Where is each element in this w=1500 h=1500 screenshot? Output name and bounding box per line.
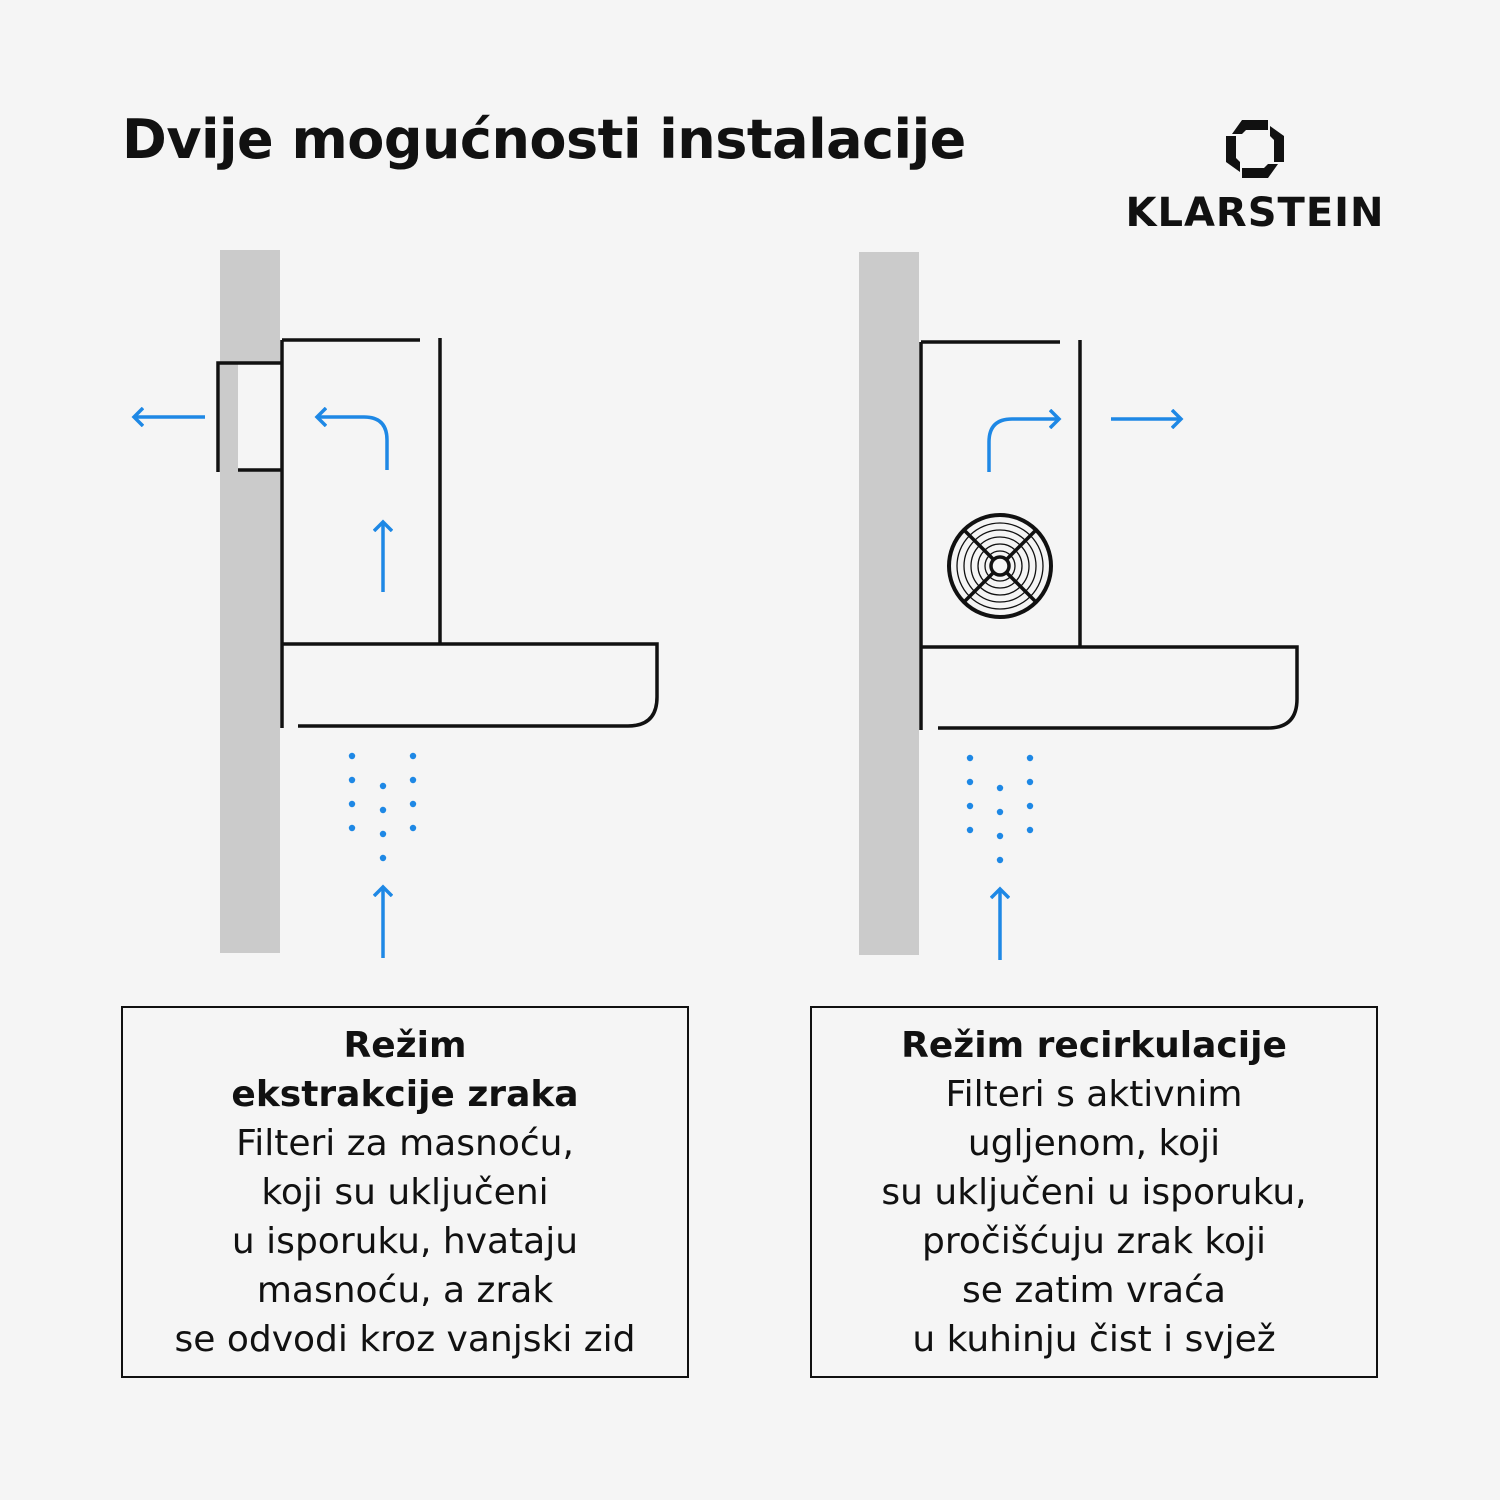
- curved-arrow-left: [317, 417, 389, 470]
- hood-canopy-left: [280, 642, 659, 728]
- steam-dots-right: [966, 754, 1034, 864]
- chimney-left: [280, 338, 442, 644]
- wall-duct-opening: [238, 364, 282, 470]
- brand-name: KLARSTEIN: [1125, 190, 1385, 236]
- wall-left: [220, 250, 280, 953]
- chimney-right: [919, 340, 1082, 646]
- brand-logo: KLARSTEIN: [1120, 118, 1390, 248]
- octagon-logo-icon: [1226, 120, 1284, 178]
- extraction-mode-box: Režim ekstrakcije zraka Filteri za masno…: [121, 1006, 689, 1378]
- wall-duct-outline: [216, 361, 282, 472]
- recirculation-mode-description: Filteri s aktivnim ugljenom, koji su ukl…: [881, 1073, 1307, 1360]
- recirculation-mode-heading: Režim recirkulacije: [901, 1024, 1287, 1066]
- extraction-mode-description: Filteri za masnoću, koji su uključeni u …: [174, 1122, 636, 1360]
- curved-arrow-right: [987, 419, 1059, 472]
- installation-diagram: [0, 250, 1299, 960]
- fan-icon: [947, 513, 1053, 619]
- recirculation-diagram: [859, 252, 1299, 960]
- steam-dots-left: [348, 752, 417, 862]
- recirculation-mode-box: Režim recirkulacije Filteri s aktivnim u…: [810, 1006, 1378, 1378]
- hood-canopy-right: [919, 644, 1299, 730]
- extraction-mode-heading: Režim ekstrakcije zraka: [231, 1024, 579, 1115]
- page-title: Dvije mogućnosti instalacije: [122, 108, 966, 171]
- wall-right: [859, 252, 919, 955]
- extraction-diagram: [134, 250, 659, 958]
